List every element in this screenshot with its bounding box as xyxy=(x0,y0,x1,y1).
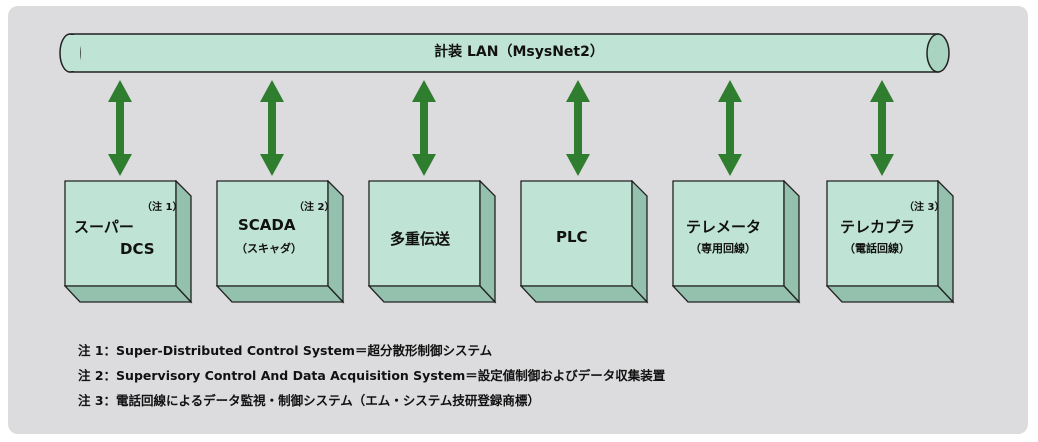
lan-bus-right-end xyxy=(926,33,950,73)
module-title: PLC xyxy=(556,228,588,246)
module-scada: （注 2） SCADA （スキャダ） xyxy=(216,180,345,304)
module-title-line2: DCS xyxy=(120,240,155,258)
module-box-shape xyxy=(64,180,193,304)
module-box-side xyxy=(479,180,496,304)
module-title: テレメータ xyxy=(686,218,762,236)
module-note: （注 2） xyxy=(294,202,335,213)
module-box-bottom xyxy=(368,285,497,303)
footnote-2: 注 2：Supervisory Control And Data Acquisi… xyxy=(78,368,666,383)
module-telecoupler: （注 3） テレカプラ （電話回線） xyxy=(826,180,955,304)
module-box-shape xyxy=(520,180,649,304)
module-plc: PLC xyxy=(520,180,649,304)
module-title: スーパー xyxy=(74,218,134,236)
module-note: （注 3） xyxy=(904,202,945,213)
lan-bus xyxy=(59,33,950,73)
footnotes: 注 1：Super-Distributed Control System＝超分散… xyxy=(78,338,665,413)
module-subtitle: （スキャダ） xyxy=(236,242,302,255)
double-arrow-3 xyxy=(412,80,436,176)
module-title: テレカプラ xyxy=(840,218,916,236)
module-box-shape xyxy=(672,180,801,304)
lan-bus-label: 計装 LAN（MsysNet2） xyxy=(434,44,604,60)
module-subtitle: （専用回線） xyxy=(690,242,756,255)
module-telemeter: テレメータ （専用回線） xyxy=(672,180,801,304)
module-box-bottom xyxy=(216,285,345,303)
lan-bus-left-mask xyxy=(70,35,80,71)
module-box-side xyxy=(783,180,800,304)
double-arrow-4 xyxy=(566,80,590,176)
double-arrow-1 xyxy=(108,80,132,176)
module-box-bottom xyxy=(826,285,955,303)
module-title: SCADA xyxy=(238,216,296,234)
double-arrow-5 xyxy=(718,80,742,176)
module-box-shape xyxy=(216,180,345,304)
module-title: 多重伝送 xyxy=(390,230,451,248)
module-box-shape xyxy=(826,180,955,304)
footnote-1: 注 1：Super-Distributed Control System＝超分散… xyxy=(78,343,493,358)
module-box-shape xyxy=(368,180,497,304)
footnote-3: 注 3：電話回線によるデータ監視・制御システム（エム・システム技研登録商標） xyxy=(78,393,540,408)
module-box-bottom xyxy=(672,285,801,303)
module-multiplex-transmission: 多重伝送 xyxy=(368,180,497,304)
module-note: （注 1） xyxy=(142,202,183,213)
module-box-side xyxy=(631,180,648,304)
module-super-dcs: （注 1） スーパー DCS xyxy=(64,180,193,304)
lan-bus-body xyxy=(69,33,939,73)
module-box-bottom xyxy=(64,285,193,303)
double-arrow-2 xyxy=(260,80,284,176)
module-box-bottom xyxy=(520,285,649,303)
connection-arrows xyxy=(108,80,894,176)
module-subtitle: （電話回線） xyxy=(844,242,910,255)
double-arrow-6 xyxy=(870,80,894,176)
